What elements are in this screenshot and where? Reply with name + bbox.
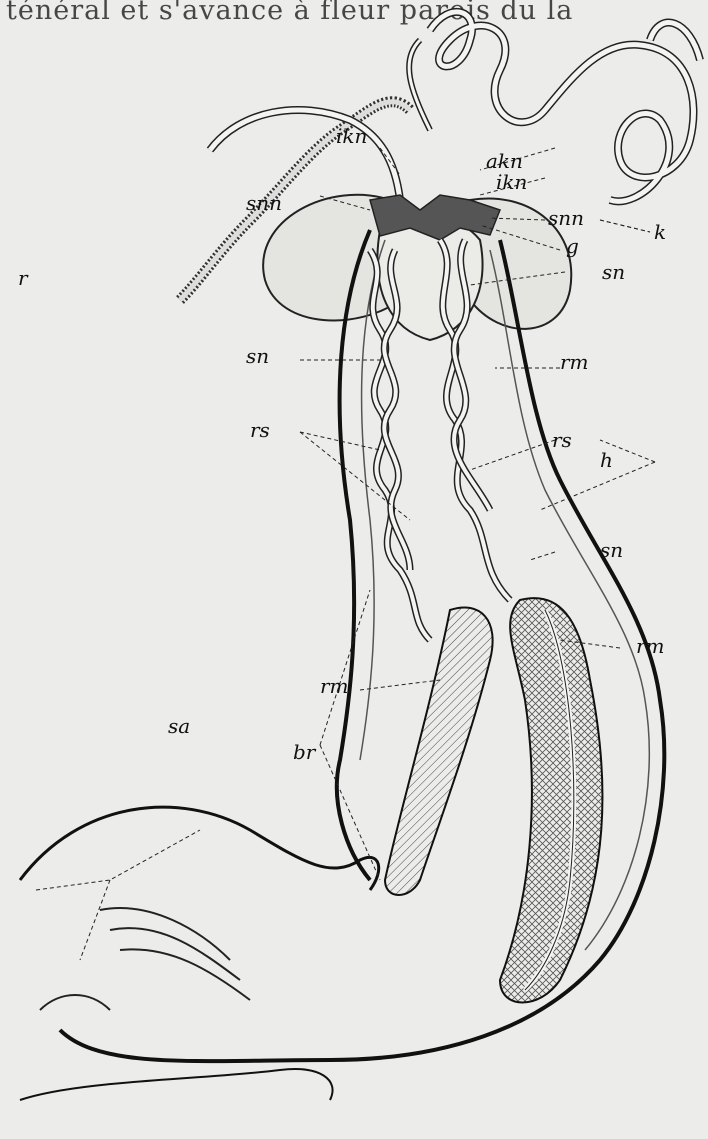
label-r: r <box>18 268 28 288</box>
tail-sa-lower <box>20 1069 333 1100</box>
gland-right <box>500 598 602 1002</box>
label-sn-lower-right: sn <box>600 540 623 560</box>
label-sn-upper-right: sn <box>602 262 625 282</box>
label-k: k <box>654 222 666 242</box>
label-rs-right: rs <box>552 430 572 450</box>
label-ikn-right: ikn <box>496 172 527 192</box>
label-ikn-top: ikn <box>336 126 367 146</box>
gland-left <box>385 607 493 895</box>
label-rm-lower: rm <box>320 676 349 696</box>
label-sa: sa <box>168 716 190 736</box>
label-rm-upper: rm <box>560 352 589 372</box>
tail-sa-upper <box>20 807 379 890</box>
label-sn-left: sn <box>246 346 269 366</box>
label-akn: akn <box>486 151 523 171</box>
label-snn-right: snn <box>548 208 584 228</box>
label-rs-left: rs <box>250 420 270 440</box>
label-br: br <box>293 742 315 762</box>
label-h: h <box>600 450 613 470</box>
label-rm-right: rm <box>636 636 665 656</box>
label-snn-left: snn <box>246 193 282 213</box>
label-g: g <box>566 236 579 256</box>
